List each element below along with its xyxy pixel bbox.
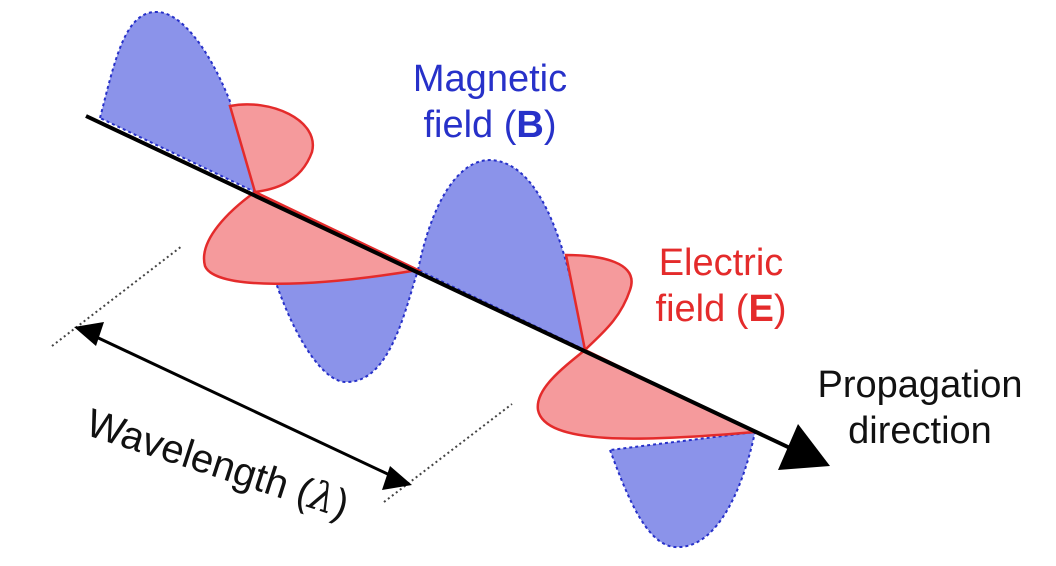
- propagation-direction-label: Propagation direction: [800, 362, 1040, 454]
- electric-lobe-2: [202, 190, 423, 285]
- magnetic-lobe-1: [98, 10, 257, 194]
- electric-field-prefix: field (: [655, 288, 749, 330]
- electric-field-label-line2: field (E): [636, 286, 806, 332]
- electric-field-label: Electric field (E): [636, 240, 806, 332]
- propagation-label-line1: Propagation: [817, 364, 1023, 406]
- electric-field-suffix: ): [773, 288, 787, 330]
- magnetic-field-suffix: ): [543, 104, 557, 146]
- electric-lobe-4: [536, 348, 760, 440]
- magnetic-lobe-3: [416, 158, 587, 352]
- magnetic-field-prefix: field (: [423, 104, 517, 146]
- electric-lobe-3: [564, 253, 633, 353]
- magnetic-field-label-line2: field (B): [385, 102, 595, 148]
- electric-lobe-1: [228, 103, 315, 194]
- wavelength-guide-right: [383, 403, 513, 503]
- magnetic-field-label: Magnetic field (B): [385, 56, 595, 148]
- magnetic-field-symbol: B: [516, 104, 544, 146]
- propagation-arrowhead: [778, 424, 830, 470]
- electric-field-label-line1: Electric: [658, 242, 784, 284]
- magnetic-field-label-line1: Magnetic: [412, 58, 568, 100]
- propagation-axis: [85, 114, 791, 450]
- magnetic-lobe-4: [608, 430, 757, 549]
- electric-field-wave: [202, 103, 760, 440]
- wavelength-arrowhead-right: [382, 466, 412, 490]
- propagation-label-line2: direction: [848, 410, 992, 452]
- wavelength-arrowhead-left: [74, 322, 104, 346]
- wavelength-guide-left: [51, 245, 183, 347]
- wavelength-arrow: [91, 333, 395, 479]
- electric-field-symbol: E: [748, 288, 774, 330]
